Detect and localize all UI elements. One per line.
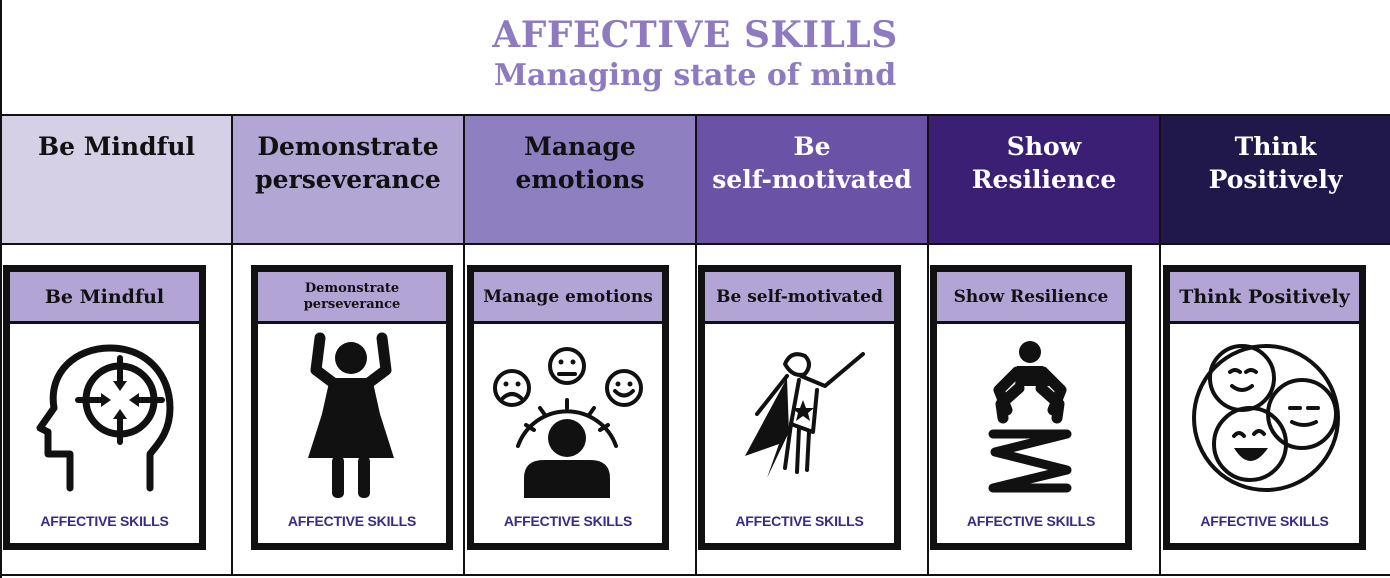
heading-manage-emotions: Manage emotions bbox=[465, 116, 695, 243]
title-block: AFFECTIVE SKILLS Managing state of mind bbox=[0, 0, 1390, 115]
card-footer: AFFECTIVE SKILLS bbox=[1200, 513, 1329, 529]
card-manage-emotions: Manage emotions AFFECTIVE SKILLS bbox=[467, 265, 669, 550]
card-think-positively: Think Positively AFFECTIVE SKILLS bbox=[1163, 265, 1366, 550]
column-divider bbox=[695, 115, 697, 575]
card-footer: AFFECTIVE SKILLS bbox=[966, 513, 1096, 529]
card-footer: AFFECTIVE SKILLS bbox=[287, 513, 417, 529]
heading-line: emotions bbox=[515, 165, 645, 194]
happy-faces-icon bbox=[1192, 344, 1340, 492]
card-title: Think Positively bbox=[1170, 272, 1359, 324]
column-divider bbox=[231, 115, 233, 575]
heading-line: Show bbox=[1006, 132, 1082, 161]
heading-line: Be bbox=[793, 132, 831, 161]
card-footer: AFFECTIVE SKILLS bbox=[503, 513, 633, 529]
card-title: Demonstrate perseverance bbox=[258, 272, 446, 324]
card-be-self-motivated: Be self-motivated AFFECTIVE SKILLS bbox=[698, 265, 901, 550]
card-footer: AFFECTIVE SKILLS bbox=[40, 513, 169, 529]
spring-jump-icon bbox=[988, 341, 1072, 493]
column-divider bbox=[927, 115, 929, 575]
card-be-mindful: Be Mindful AFFECTIVE SKILLS bbox=[3, 265, 206, 550]
heading-line: Demonstrate bbox=[257, 132, 439, 161]
heading-be-self-motivated: Be self-motivated bbox=[697, 116, 927, 243]
heading-demonstrate-perseverance: Demonstrate perseverance bbox=[233, 116, 463, 243]
card-demonstrate-perseverance: Demonstrate perseverance AFFECTIVE SKILL… bbox=[251, 265, 453, 550]
heading-be-mindful: Be Mindful bbox=[2, 116, 231, 243]
card-title: Be self-motivated bbox=[705, 272, 894, 324]
column-divider bbox=[1159, 115, 1161, 575]
emotion-gauge-icon bbox=[493, 347, 643, 498]
card-title: Manage emotions bbox=[474, 272, 662, 324]
table-bottom-border bbox=[0, 574, 1390, 576]
heading-line: Positively bbox=[1208, 165, 1343, 194]
card-show-resilience: Show Resilience AFFECTIVE SKILLS bbox=[930, 265, 1132, 550]
page-subtitle: Managing state of mind bbox=[493, 58, 897, 93]
heading-line: self-motivated bbox=[712, 165, 912, 194]
card-title: Be Mindful bbox=[10, 272, 199, 324]
heading-line: Resilience bbox=[971, 165, 1117, 194]
heading-think-positively: Think Positively bbox=[1161, 116, 1390, 243]
heading-show-resilience: Show Resilience bbox=[929, 116, 1159, 243]
heading-line: Be Mindful bbox=[38, 132, 195, 161]
column-divider bbox=[463, 115, 465, 575]
heading-line: perseverance bbox=[255, 165, 441, 194]
mindful-head-icon bbox=[36, 344, 174, 492]
perseverance-person-icon bbox=[308, 332, 394, 498]
superhero-icon bbox=[745, 352, 865, 478]
card-footer: AFFECTIVE SKILLS bbox=[735, 513, 864, 529]
heading-line: Think bbox=[1234, 132, 1317, 161]
card-title: Show Resilience bbox=[937, 272, 1125, 324]
page-title: AFFECTIVE SKILLS bbox=[492, 14, 898, 56]
heading-line: Manage bbox=[524, 132, 636, 161]
